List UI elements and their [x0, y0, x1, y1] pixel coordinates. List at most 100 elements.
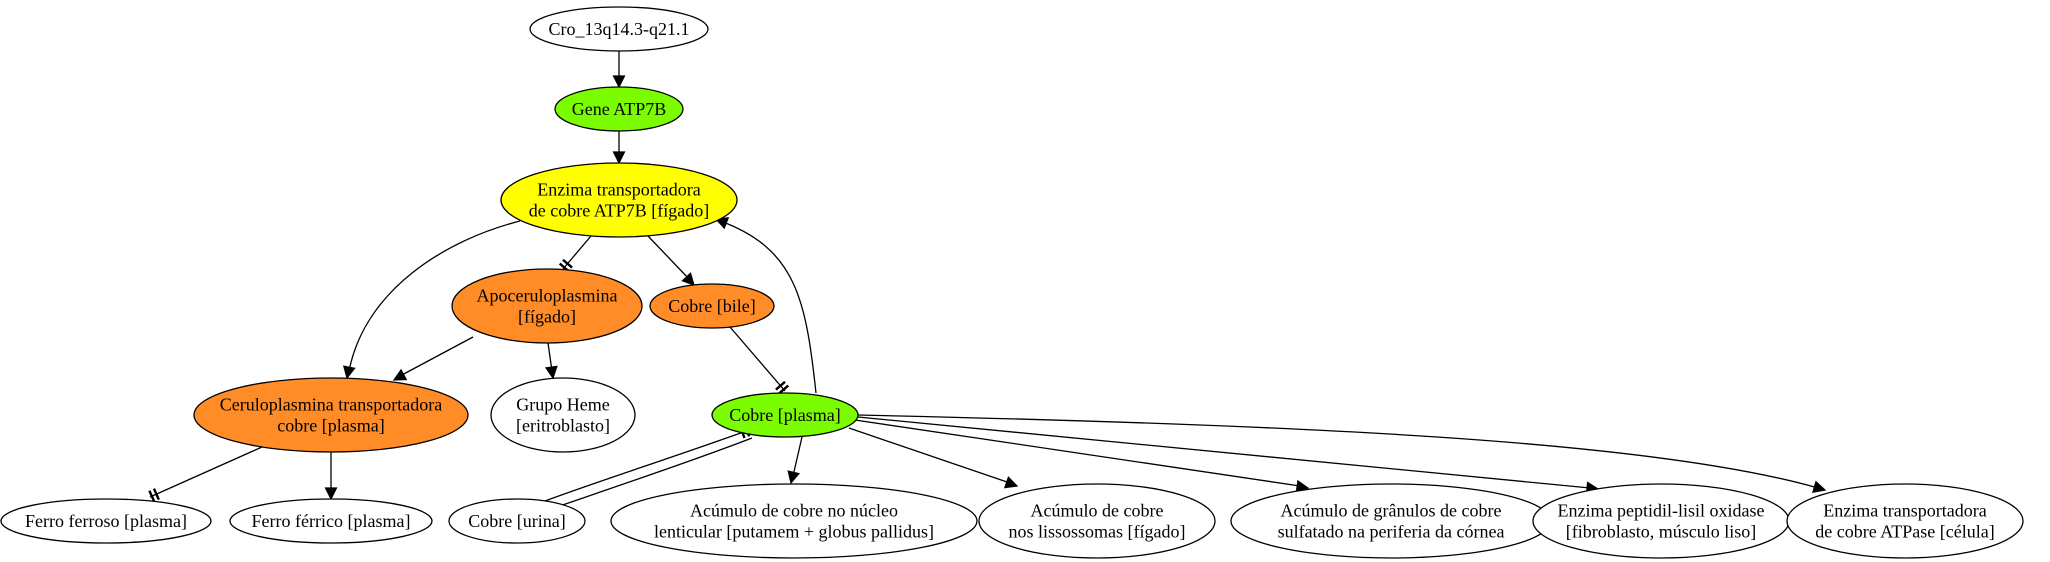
inhibition-bar [152, 488, 160, 501]
edge-cerulo-to-ferroso [148, 446, 263, 503]
node-ellipse [649, 283, 775, 329]
inhibition-bar [775, 380, 786, 391]
edge-enzima-to-bile [647, 235, 695, 286]
node-ellipse [554, 86, 684, 132]
node-label: Gene ATP7B [572, 99, 667, 119]
edge-line [547, 342, 553, 372]
node-label: Acúmulo de cobre no núcleo [690, 501, 898, 521]
node-label: Enzima peptidil-lisil oxidase [1558, 501, 1765, 521]
edge-line [792, 436, 803, 477]
edge-line [399, 336, 474, 377]
node-label: Cobre [plasma] [729, 405, 840, 425]
edge-line [729, 326, 786, 392]
edge-line [848, 427, 1011, 484]
edge-apo-to-heme [544, 342, 558, 380]
node-label: Ferro ferroso [plasma] [25, 511, 187, 531]
node-urina: Cobre [urina] [448, 498, 586, 544]
node-ellipse [500, 162, 738, 238]
node-plasma: Cobre [plasma] [711, 392, 859, 438]
edge-plasma-to-atpase [857, 414, 1827, 494]
inhibition-bar [562, 258, 573, 269]
node-label: Ferro férrico [plasma] [252, 511, 411, 531]
edge-plasma-to-cornea [854, 419, 1310, 493]
node-ferroso: Ferro ferroso [plasma] [0, 498, 212, 544]
edge-line [149, 446, 263, 498]
node-label: Acúmulo de grânulos de cobre [1281, 501, 1502, 521]
node-peptidil: Enzima peptidil-lisil oxidase[fibroblast… [1532, 483, 1790, 559]
node-apo: Apoceruloplasmina[fígado] [451, 268, 643, 344]
node-ellipse [451, 268, 643, 344]
node-label: de cobre ATPase [célula] [1815, 522, 1994, 542]
node-gene: Gene ATP7B [554, 86, 684, 132]
node-label: Cro_13q14.3-q21.1 [549, 19, 690, 39]
node-ellipse [711, 392, 859, 438]
node-ellipse [193, 377, 469, 453]
node-ellipse [1786, 483, 2024, 559]
arrowhead [544, 365, 558, 380]
edge-line [544, 429, 750, 502]
node-label: sulfatado na periferia da córnea [1278, 522, 1505, 542]
node-ellipse [610, 483, 978, 559]
inhibition-bar [778, 384, 790, 395]
edge-line [722, 221, 817, 394]
node-bile: Cobre [bile] [649, 283, 775, 329]
edge-line [647, 235, 691, 281]
arrowhead [1003, 476, 1019, 489]
node-ellipse [529, 6, 709, 52]
node-ellipse [229, 498, 433, 544]
arrowhead [681, 272, 695, 286]
inhibition-bar [148, 490, 156, 503]
arrowhead [787, 470, 800, 485]
node-label: Acúmulo de cobre [1031, 501, 1164, 521]
node-label: Ceruloplasmina transportadora [220, 395, 442, 415]
node-label: Cobre [urina] [468, 511, 565, 531]
edge-plasma-to-peptidil [857, 416, 1600, 495]
node-label: lenticular [putamem + globus pallidus] [654, 522, 934, 542]
node-label: [fígado] [518, 307, 576, 327]
node-ferrico: Ferro férrico [plasma] [229, 498, 433, 544]
edge-gene-to-enzima [612, 131, 626, 165]
arrowhead [392, 368, 408, 381]
arrowhead [612, 75, 626, 89]
node-label: Enzima transportadora [537, 180, 700, 200]
node-label: cobre [plasma] [277, 416, 384, 436]
node-ellipse [978, 483, 1216, 559]
arrowhead [1812, 480, 1827, 494]
edge-line [348, 220, 521, 372]
edge-plasma-to-lisso [848, 427, 1019, 489]
edge-line [854, 419, 1301, 487]
edge-plasma-to-urina [544, 437, 753, 512]
edge-bile-to-plasma [729, 326, 790, 395]
node-ellipse [448, 498, 586, 544]
edge-enzima-to-apo [558, 235, 592, 273]
edge-plasma-to-nucleo [787, 436, 803, 485]
node-ellipse [490, 377, 636, 453]
node-label: [fibroblasto, músculo liso] [1566, 522, 1756, 542]
edge-enzima-to-cerulo [342, 220, 521, 380]
edge-line [857, 414, 1819, 489]
arrowhead [342, 365, 356, 380]
node-label: de cobre ATP7B [fígado] [529, 201, 709, 221]
node-label: Apoceruloplasmina [477, 286, 618, 306]
edge-cro-to-gene [612, 51, 626, 89]
node-label: Enzima transportadora [1823, 501, 1986, 521]
node-label: nos lissossomas [fígado] [1009, 522, 1186, 542]
edge-line [544, 437, 753, 512]
node-label: [eritroblasto] [516, 416, 610, 436]
node-ellipse [0, 498, 212, 544]
node-label: Cobre [bile] [668, 296, 755, 316]
edge-cerulo-to-ferrico [324, 452, 338, 501]
arrowhead [324, 487, 338, 501]
node-label: Grupo Heme [516, 395, 609, 415]
arrowhead [612, 151, 626, 165]
node-cro: Cro_13q14.3-q21.1 [529, 6, 709, 52]
edge-line [857, 416, 1591, 489]
